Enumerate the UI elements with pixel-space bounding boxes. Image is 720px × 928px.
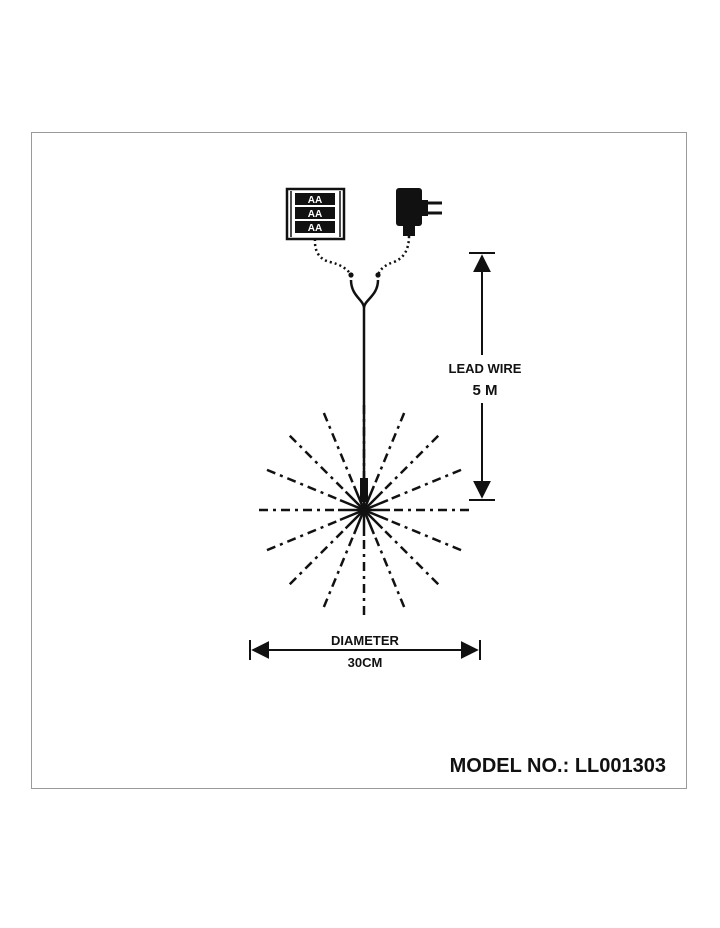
model-number: MODEL NO.: LL001303	[450, 755, 666, 777]
starburst-ray-core	[339, 508, 365, 522]
diameter-value: 30CM	[348, 655, 383, 670]
starburst-ray-core	[362, 485, 376, 511]
battery-cell-label: AA	[308, 223, 322, 234]
starburst-ray-core	[363, 508, 389, 522]
power-adapter-icon	[396, 188, 442, 236]
starburst-ray-core	[344, 490, 365, 511]
starburst-ray-core	[362, 509, 376, 535]
battery-pack-icon: AA AA AA	[285, 187, 346, 241]
lead-wire-dimension: LEAD WIRE 5 M	[440, 252, 530, 501]
connecting-wires	[313, 235, 411, 278]
starburst-ray-core	[363, 498, 389, 512]
starburst-ray-core	[339, 498, 365, 512]
diagram-frame	[31, 132, 687, 789]
battery-cell-label: AA	[308, 195, 322, 206]
battery-cell-label: AA	[308, 209, 322, 220]
diameter-dimension: DIAMETER 30CM	[249, 633, 481, 670]
battery-cell: AA	[295, 221, 335, 234]
lead-wire-label: LEAD WIRE	[449, 361, 522, 376]
starburst-ray-core	[363, 509, 384, 530]
lead-wire-value: 5 M	[472, 382, 497, 399]
starburst-ray-core	[344, 509, 365, 530]
battery-cell: AA	[295, 207, 335, 220]
starburst-ray-core	[363, 490, 384, 511]
starburst-light-icon	[256, 402, 472, 618]
starburst-ray-core	[352, 509, 366, 535]
starburst-ray-core	[352, 485, 366, 511]
diameter-label: DIAMETER	[331, 633, 400, 648]
battery-cell: AA	[295, 193, 335, 206]
